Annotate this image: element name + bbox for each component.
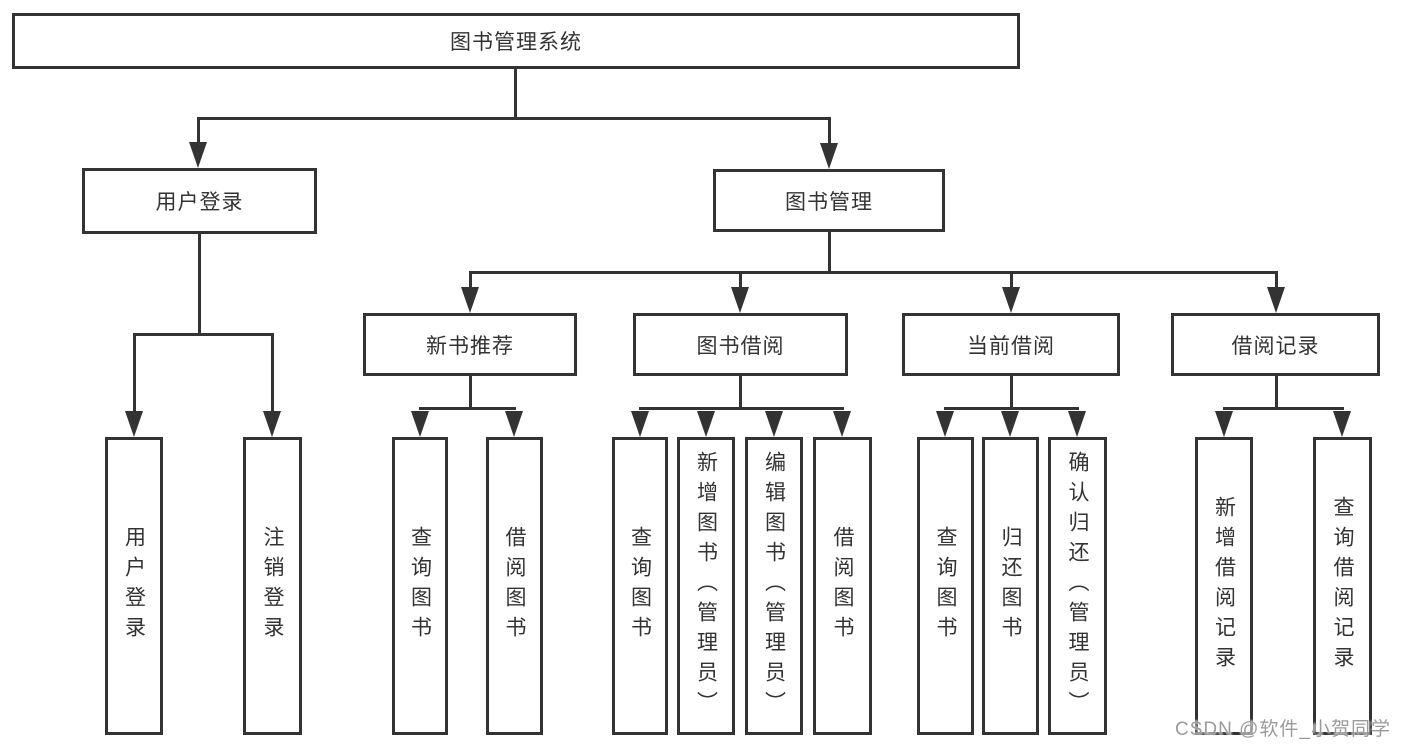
leaf-add-borrow-record: 新增借阅记录 bbox=[1195, 437, 1253, 735]
leaf-query-books-borrow-label: 查询图书 bbox=[628, 526, 652, 646]
leaf-logout-label: 注销登录 bbox=[261, 526, 284, 646]
csdn-watermark: CSDN @软件_小贺同学 bbox=[1175, 719, 1391, 740]
arrow-down-icon bbox=[820, 143, 838, 169]
connector-line bbox=[1275, 271, 1278, 289]
leaf-user-login-label: 用户登录 bbox=[122, 526, 146, 646]
connector-line bbox=[944, 407, 1079, 410]
connector-line bbox=[1010, 271, 1013, 289]
arrow-down-icon bbox=[411, 411, 429, 437]
arrow-down-icon bbox=[1001, 411, 1019, 437]
node-borrow-records-label: 借阅记录 bbox=[1231, 334, 1320, 358]
connector-line bbox=[1275, 376, 1278, 410]
arrow-down-icon bbox=[765, 411, 783, 437]
connector-line bbox=[1010, 376, 1013, 410]
arrow-down-icon bbox=[505, 411, 523, 437]
node-root: 图书管理系统 bbox=[12, 13, 1020, 69]
arrow-down-icon bbox=[189, 142, 207, 168]
node-new-book-recommend: 新书推荐 bbox=[363, 313, 577, 376]
leaf-confirm-return-admin: 确认归还（管理员） bbox=[1048, 437, 1107, 735]
node-user-login: 用户登录 bbox=[82, 168, 317, 234]
arrow-down-icon bbox=[731, 287, 749, 313]
connector-line bbox=[419, 407, 516, 410]
arrow-down-icon bbox=[125, 411, 143, 437]
connector-line bbox=[739, 271, 742, 289]
leaf-borrow-books-borrow-label: 借阅图书 bbox=[831, 526, 854, 646]
connector-line bbox=[133, 333, 136, 413]
leaf-add-books-admin: 新增图书（管理员） bbox=[677, 437, 735, 735]
node-book-management-label: 图书管理 bbox=[785, 190, 873, 214]
arrow-down-icon bbox=[1215, 411, 1233, 437]
leaf-edit-books-admin: 编辑图书（管理员） bbox=[745, 437, 803, 735]
connector-line bbox=[1223, 407, 1344, 410]
node-root-label: 图书管理系统 bbox=[450, 31, 582, 54]
arrow-down-icon bbox=[697, 411, 715, 437]
node-book-management: 图书管理 bbox=[713, 169, 945, 232]
leaf-return-books: 归还图书 bbox=[982, 437, 1039, 735]
node-user-login-label: 用户登录 bbox=[155, 191, 244, 214]
leaf-query-books-newbook: 查询图书 bbox=[392, 437, 448, 735]
connector-line bbox=[133, 333, 274, 336]
node-current-borrow: 当前借阅 bbox=[902, 313, 1120, 376]
leaf-query-books-current: 查询图书 bbox=[917, 437, 974, 735]
arrow-down-icon bbox=[631, 411, 649, 437]
arrow-down-icon bbox=[1068, 411, 1086, 437]
leaf-query-borrow-record: 查询借阅记录 bbox=[1313, 437, 1372, 735]
leaf-user-login: 用户登录 bbox=[105, 437, 163, 735]
node-book-borrow-label: 图书借阅 bbox=[696, 334, 785, 358]
arrow-down-icon bbox=[833, 411, 851, 437]
connector-line bbox=[271, 333, 274, 413]
connector-line bbox=[197, 117, 831, 120]
connector-line bbox=[469, 271, 472, 289]
arrow-down-icon bbox=[936, 411, 954, 437]
node-new-book-recommend-label: 新书推荐 bbox=[426, 334, 514, 358]
leaf-query-books-newbook-label: 查询图书 bbox=[408, 526, 432, 646]
arrow-down-icon bbox=[263, 411, 281, 437]
connector-line bbox=[639, 407, 844, 410]
arrow-down-icon bbox=[1002, 287, 1020, 313]
node-current-borrow-label: 当前借阅 bbox=[967, 334, 1055, 358]
leaf-return-books-label: 归还图书 bbox=[999, 526, 1022, 646]
connector-line bbox=[514, 69, 517, 119]
leaf-add-books-admin-label: 新增图书（管理员） bbox=[694, 451, 718, 721]
leaf-borrow-books-newbook-label: 借阅图书 bbox=[503, 526, 526, 646]
node-book-borrow: 图书借阅 bbox=[633, 313, 848, 376]
connector-line bbox=[828, 117, 831, 145]
leaf-query-borrow-record-label: 查询借阅记录 bbox=[1331, 496, 1354, 676]
leaf-edit-books-admin-label: 编辑图书（管理员） bbox=[762, 451, 786, 721]
leaf-add-borrow-record-label: 新增借阅记录 bbox=[1212, 496, 1236, 676]
connector-line bbox=[469, 271, 1277, 274]
arrow-down-icon bbox=[461, 287, 479, 313]
leaf-borrow-books-newbook: 借阅图书 bbox=[486, 437, 543, 735]
leaf-confirm-return-admin-label: 确认归还（管理员） bbox=[1066, 451, 1089, 721]
connector-line bbox=[739, 376, 742, 410]
connector-line bbox=[198, 234, 201, 336]
arrow-down-icon bbox=[1267, 287, 1285, 313]
leaf-query-books-borrow: 查询图书 bbox=[612, 437, 668, 735]
leaf-logout: 注销登录 bbox=[243, 437, 302, 735]
leaf-query-books-current-label: 查询图书 bbox=[934, 526, 957, 646]
leaf-borrow-books-borrow: 借阅图书 bbox=[813, 437, 872, 735]
connector-line bbox=[828, 232, 831, 274]
node-borrow-records: 借阅记录 bbox=[1171, 313, 1380, 376]
connector-line bbox=[469, 376, 472, 410]
arrow-down-icon bbox=[1333, 411, 1351, 437]
connector-line bbox=[197, 117, 200, 144]
